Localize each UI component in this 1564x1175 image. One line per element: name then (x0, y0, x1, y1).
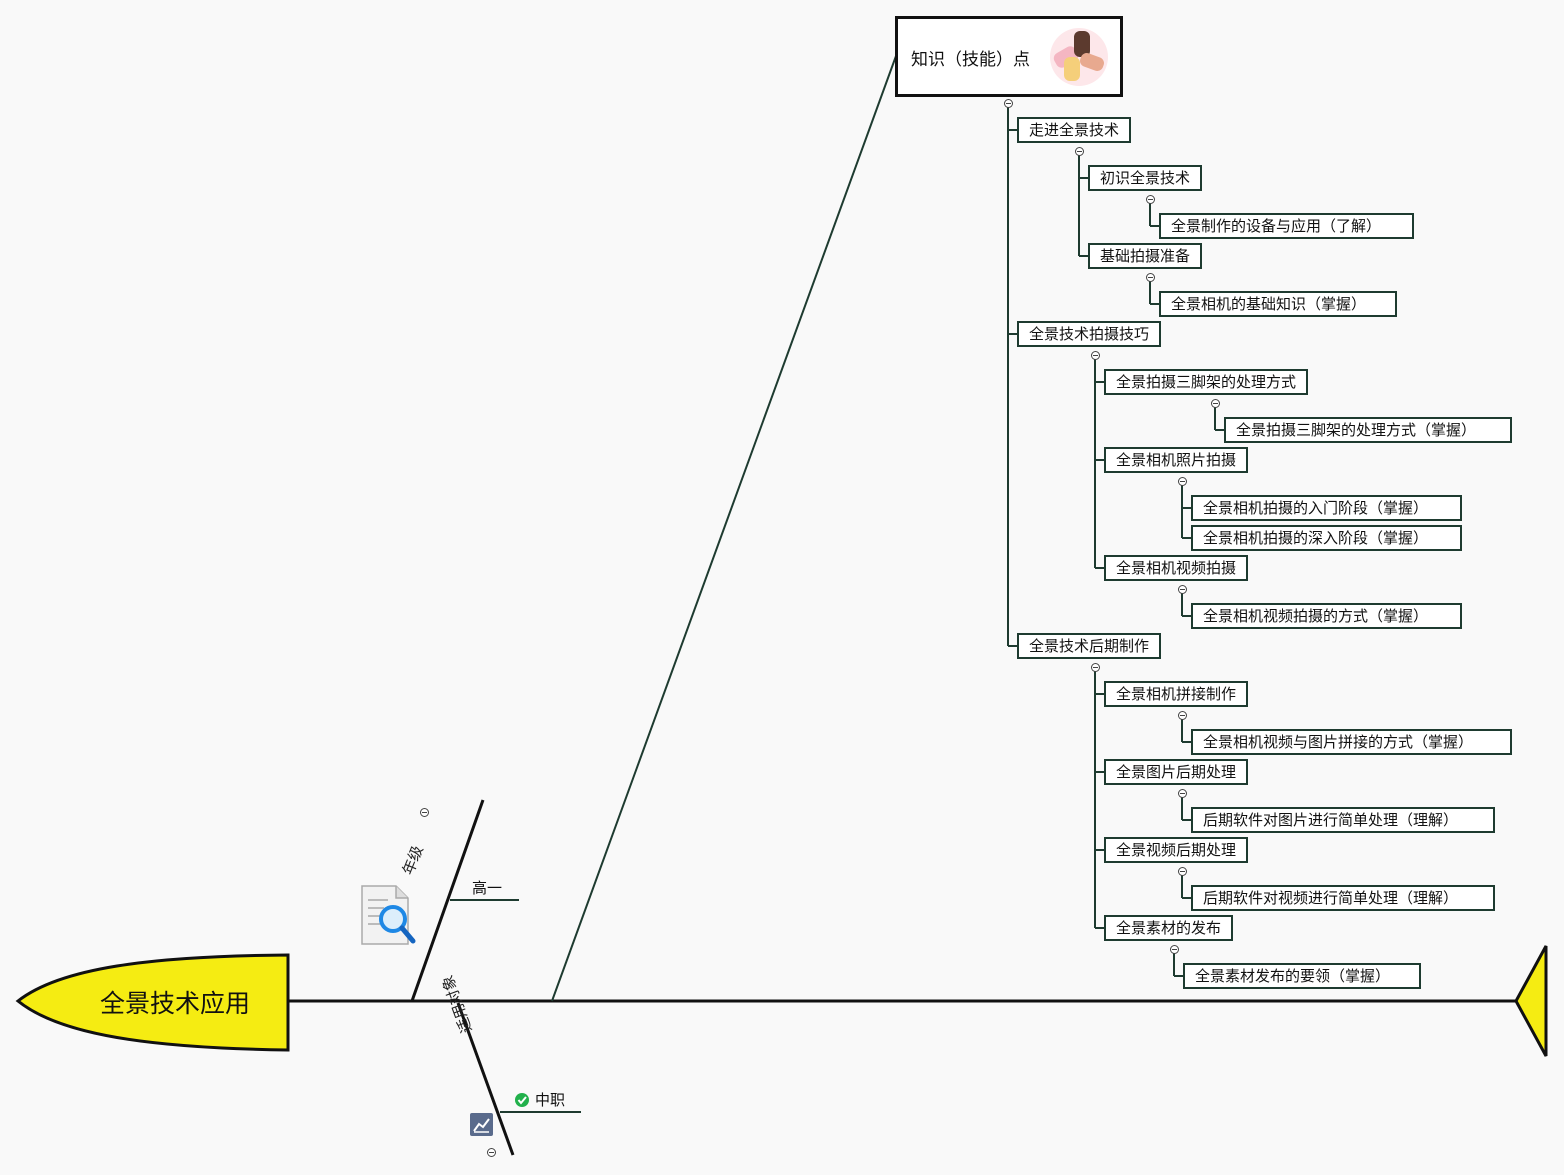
tree-connectors (1007, 104, 1224, 977)
node-l3-publish[interactable]: 全景素材发布的要领（掌握） (1183, 963, 1421, 989)
knowledge-bone (551, 55, 897, 1002)
knowledge-topic-label: 知识（技能）点 (911, 50, 1030, 70)
check-circle-icon (515, 1093, 529, 1107)
hands-icon (1050, 28, 1108, 86)
node-l3-video-post[interactable]: 后期软件对视频进行简单处理（理解） (1191, 885, 1495, 911)
collapse-toggle-stitch[interactable] (1178, 711, 1187, 720)
node-l1-intro[interactable]: 走进全景技术 (1017, 117, 1132, 143)
node-l1-post[interactable]: 全景技术后期制作 (1017, 633, 1162, 659)
target-bone (456, 1002, 515, 1156)
collapse-toggle-grade[interactable] (420, 808, 429, 817)
target-value[interactable]: 中职 (535, 1091, 566, 1109)
node-l2-tripod[interactable]: 全景拍摄三脚架的处理方式 (1104, 369, 1309, 395)
fish-head (15, 953, 290, 1052)
node-l3-video[interactable]: 全景相机视频拍摄的方式（掌握） (1191, 603, 1462, 629)
collapse-toggle-target[interactable] (487, 1148, 496, 1157)
node-l3-photo-post[interactable]: 后期软件对图片进行简单处理（理解） (1191, 807, 1495, 833)
node-l2-photo[interactable]: 全景相机照片拍摄 (1104, 447, 1249, 473)
collapse-toggle-photo-post[interactable] (1178, 789, 1187, 798)
node-l3-devices[interactable]: 全景制作的设备与应用（了解） (1159, 213, 1414, 239)
node-l3-photo-deep[interactable]: 全景相机拍摄的深入阶段（掌握） (1191, 525, 1462, 551)
chart-icon (470, 1113, 493, 1136)
central-topic[interactable]: 全景技术应用 (100, 989, 251, 1018)
search-document-icon (361, 885, 416, 945)
node-l3-camera-basics[interactable]: 全景相机的基础知识（掌握） (1159, 291, 1397, 317)
node-l2-video-post[interactable]: 全景视频后期处理 (1104, 837, 1249, 863)
node-l3-stitch[interactable]: 全景相机视频与图片拼接的方式（掌握） (1191, 729, 1512, 755)
collapse-toggle-prep[interactable] (1146, 273, 1155, 282)
grade-bone (410, 799, 485, 1002)
node-l1-shooting[interactable]: 全景技术拍摄技巧 (1017, 321, 1162, 347)
node-l2-video[interactable]: 全景相机视频拍摄 (1104, 555, 1249, 581)
collapse-toggle-publish[interactable] (1170, 945, 1179, 954)
node-l2-prep[interactable]: 基础拍摄准备 (1088, 243, 1203, 269)
collapse-toggle-video[interactable] (1178, 585, 1187, 594)
node-l3-photo-intro[interactable]: 全景相机拍摄的入门阶段（掌握） (1191, 495, 1462, 521)
node-l2-photo-post[interactable]: 全景图片后期处理 (1104, 759, 1249, 785)
collapse-toggle-knowledge[interactable] (1004, 99, 1013, 108)
node-l3-tripod[interactable]: 全景拍摄三脚架的处理方式（掌握） (1224, 417, 1512, 443)
knowledge-topic[interactable]: 知识（技能）点 (895, 16, 1123, 97)
collapse-toggle-intro[interactable] (1075, 147, 1084, 156)
collapse-toggle-photo[interactable] (1178, 477, 1187, 486)
collapse-toggle-video-post[interactable] (1178, 867, 1187, 876)
collapse-toggle-tripod[interactable] (1211, 399, 1220, 408)
node-l2-stitch[interactable]: 全景相机拼接制作 (1104, 681, 1249, 707)
collapse-toggle-post[interactable] (1091, 663, 1100, 672)
node-l2-basics[interactable]: 初识全景技术 (1088, 165, 1203, 191)
grade-value[interactable]: 高一 (472, 879, 503, 897)
collapse-toggle-basics[interactable] (1146, 195, 1155, 204)
node-l2-publish[interactable]: 全景素材的发布 (1104, 915, 1234, 941)
fish-tail (1514, 945, 1548, 1057)
collapse-toggle-shooting[interactable] (1091, 351, 1100, 360)
